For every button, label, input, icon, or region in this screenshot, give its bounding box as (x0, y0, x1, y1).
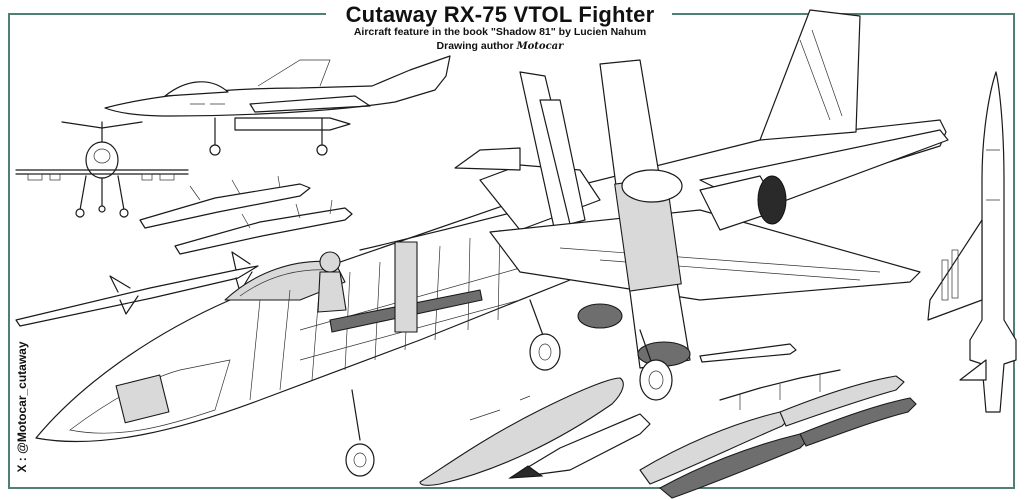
detached-nose-cone (508, 413, 651, 479)
author-signature: Motocar (516, 41, 564, 52)
title-rule-left (8, 13, 326, 15)
main-cutaway-aircraft (35, 9, 949, 477)
drop-tank (419, 377, 624, 486)
frame-rule-bottom (8, 487, 1015, 489)
subtitle: Aircraft feature in the book "Shadow 81"… (353, 26, 647, 38)
bomb-clusters (639, 369, 917, 499)
front-view (15, 121, 189, 218)
air-to-air-missiles (15, 175, 353, 327)
side-view-profile (104, 55, 451, 156)
credit-prefix: Drawing author (436, 40, 514, 52)
social-handle: X : @Motocar_cutaway (15, 341, 29, 473)
frame-rule-right (1013, 13, 1015, 487)
top-planform-view (927, 71, 1017, 413)
page-title: Cutaway RX-75 VTOL Fighter (345, 2, 655, 27)
frame-rule-left (8, 13, 10, 487)
